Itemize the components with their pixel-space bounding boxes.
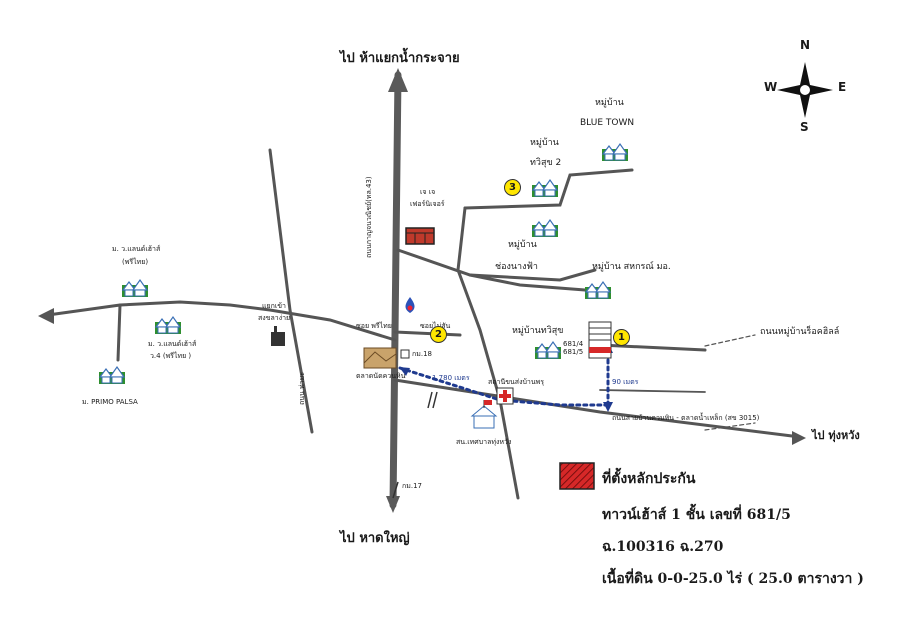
compass-n: N — [800, 38, 811, 52]
soi-preethai-label: ซอย พรีไทย — [356, 322, 392, 330]
road-north-side — [599, 389, 706, 393]
blue-town-label-2: BLUE TOWN — [580, 118, 635, 128]
compass-rose — [777, 62, 833, 118]
house-icon-blue-town — [601, 143, 629, 162]
factory-icon — [271, 326, 285, 346]
station-label: สถานีขนส่งบ้านพรุ — [488, 378, 545, 386]
compass-e: E — [838, 80, 847, 94]
dashed-road-village — [704, 334, 756, 347]
land-house-2-label: ม. ว.แลนด์เฮ้าส์ — [148, 340, 197, 348]
townhouse-block-icon — [588, 321, 612, 359]
bridge-mark — [427, 391, 438, 409]
station-cross-icon — [496, 387, 514, 405]
main-road-south-arrow — [386, 496, 400, 513]
road-to-preethai — [393, 330, 462, 337]
west-road — [46, 300, 397, 342]
thawisuk-label: หมู่บ้านทวิสุข — [512, 326, 564, 336]
furniture-store-icon — [405, 227, 435, 245]
legend-line-3: ฉ.100316 ฉ.270 — [602, 539, 724, 555]
marker-2: 2 — [430, 326, 447, 343]
km17-label: กม.17 — [402, 482, 422, 490]
chongnangfa-label-2: ช่องนางฟ้า — [495, 262, 538, 272]
road-chongnangfa — [456, 206, 520, 500]
compass-s: S — [800, 120, 809, 134]
main-road-label: ถนนกาญจนวณิชย์(ทล.43) — [365, 176, 373, 258]
chongnangfa-label-1: หมู่บ้าน — [508, 240, 537, 250]
legend-swatch — [559, 462, 595, 490]
road-village — [598, 343, 707, 352]
route-arrow-west — [399, 367, 410, 376]
house-icon-chongnangfa — [531, 219, 559, 238]
main-road — [389, 71, 402, 509]
house-icon-thawisuk — [534, 341, 562, 360]
sahakorn-label: หมู่บ้าน สหกรณ์ มอ. — [592, 262, 671, 272]
village-road-label: ถนนหมู่บ้านร็อคฮิลล์ — [760, 327, 840, 337]
road-left-branch — [116, 303, 122, 362]
plot-number-label: 681/4 681/5 — [563, 340, 584, 357]
road-to-jj — [396, 248, 587, 292]
blue-town-label-1: หมู่บ้าน — [595, 98, 624, 108]
dest-south-label: ไป หาดใหญ่ — [340, 531, 410, 546]
route-dotted — [398, 348, 610, 407]
distance-main-label: 1,780 เมตร — [432, 374, 470, 382]
road-sahakorn — [468, 268, 597, 282]
marker-3: 3 — [504, 179, 521, 196]
road-east — [393, 378, 802, 439]
left-road-label: ถนน ท่ามะ — [298, 372, 306, 405]
junction-label: แยกเข้า — [262, 302, 286, 310]
legend-line-1: ที่ตั้งหลักประกัน — [602, 471, 696, 487]
road-network — [38, 68, 806, 513]
house-icon-sahakorn — [584, 281, 612, 300]
jj-label-2: เฟอร์นิเจอร์ — [410, 200, 445, 208]
fuel-drop-icon — [405, 297, 415, 313]
dest-east-label: ไป ทุ่งหวัง — [812, 429, 860, 442]
land-house-2-sub: ว.4 (พรีไทย ) — [150, 352, 192, 360]
thawisuk2-label-1: หมู่บ้าน — [530, 138, 559, 148]
legend-line-2: ทาวน์เฮ้าส์ 1 ชั้น เลขที่ 681/5 — [602, 507, 791, 523]
west-road-arrow — [38, 308, 54, 324]
km18-label: กม.18 — [412, 350, 432, 358]
school-icon — [470, 400, 498, 429]
km18-gate-icon — [400, 349, 410, 359]
junction-sub-label: สงขลาง่าย — [258, 314, 291, 322]
primo-palsa-label: ม. PRIMO PALSA — [82, 398, 138, 406]
east-road-label: ถนนสายบ้านควนหิน - ตลาดน้ำเหล็ก (สข 3015… — [612, 414, 760, 422]
house-icon-primo — [98, 366, 126, 385]
marker-1: 1 — [613, 329, 630, 346]
land-house-1-label: ม. ว.แลนด์เฮ้าส์ — [112, 245, 161, 253]
km17-mark — [392, 481, 399, 499]
thawisuk2-label-2: ทวิสุข 2 — [530, 158, 562, 168]
market-label: ตลาดนัดควนหิน — [356, 372, 406, 380]
school-label: สน.เทศบาลทุ่งหวัง — [456, 438, 512, 446]
compass-w: W — [764, 80, 778, 94]
road-from-north-left — [268, 148, 314, 434]
road-thawisuk2 — [463, 168, 634, 210]
land-house-1-sub: (พรีไทย) — [122, 258, 149, 266]
distance-side-label: 90 เมตร — [612, 378, 639, 386]
route-arrow-down — [603, 402, 613, 412]
east-road-arrow — [792, 431, 806, 445]
dashed-road-east — [704, 422, 756, 431]
house-icon-land-house-1 — [121, 279, 149, 298]
house-icon-land-house-2 — [154, 316, 182, 335]
legend-line-4: เนื้อที่ดิน 0-0-25.0 ไร่ ( 25.0 ตารางวา … — [602, 571, 864, 587]
dest-north-label: ไป ห้าแยกน้ำกระจาย — [340, 51, 460, 66]
house-icon-thawisuk2 — [531, 179, 559, 198]
jj-label-1: เจ เจ — [420, 188, 436, 196]
main-road-north-arrow — [388, 68, 408, 92]
market-icon — [363, 347, 397, 369]
